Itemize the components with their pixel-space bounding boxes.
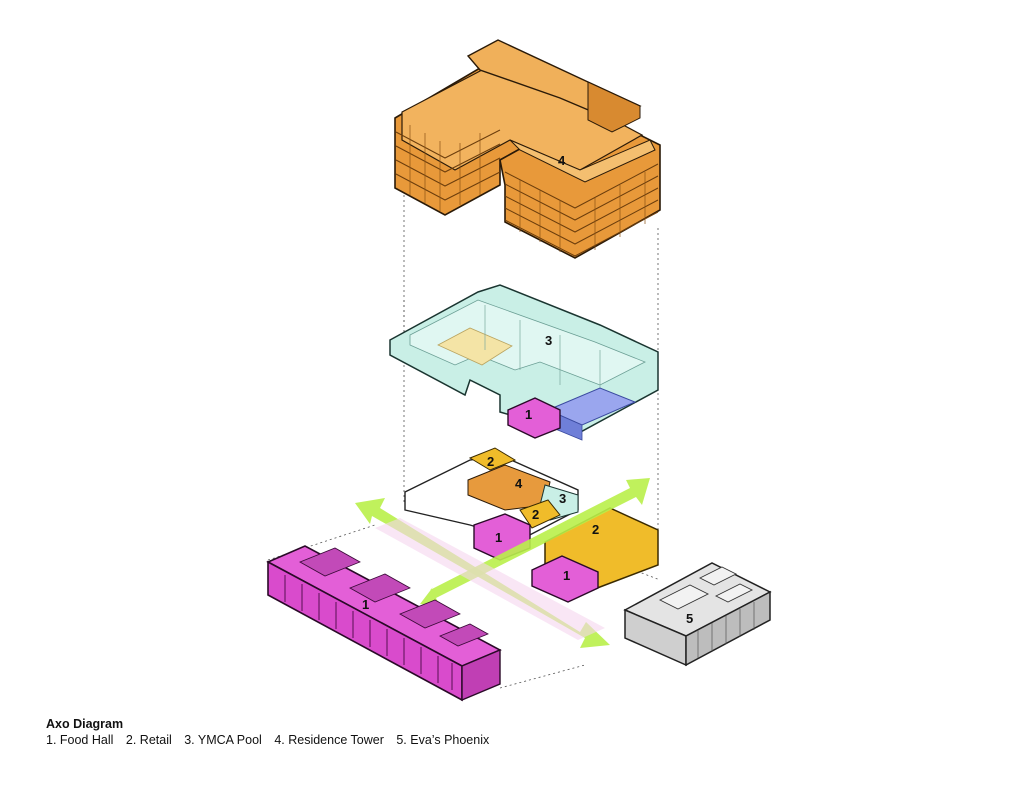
ymca-partitions <box>484 305 601 395</box>
ground-retail-mid-number: 2 <box>532 507 539 522</box>
ymca-food-hall-number: 1 <box>525 407 532 422</box>
legend-item-ymca-pool: 3. YMCA Pool <box>184 733 262 747</box>
ground-path <box>375 518 605 640</box>
ground-tower-number: 4 <box>515 476 523 491</box>
heritage-windows <box>284 575 453 690</box>
caption-legend: 1. Food Hall 2. Retail 3. YMCA Pool 4. R… <box>46 732 498 748</box>
east-food-hall <box>531 555 599 603</box>
evas-phoenix-number: 5 <box>686 611 693 626</box>
evas-windows <box>697 602 755 658</box>
tower-penthouse-side <box>587 81 641 133</box>
heritage-food-hall: 1 <box>266 545 502 702</box>
evas-side <box>685 590 771 667</box>
legend-item-food-hall: 1. Food Hall <box>46 733 114 747</box>
ground-retail-top-number: 2 <box>487 454 494 469</box>
legend-item-residence-tower: 4. Residence Tower <box>274 733 384 747</box>
heritage-end <box>461 648 501 702</box>
diagram-caption: Axo Diagram 1. Food Hall 2. Retail 3. YM… <box>46 716 498 748</box>
ymca-inner-wall <box>409 299 646 386</box>
ymca-food-hall <box>507 397 561 439</box>
heritage-skylights <box>299 547 489 647</box>
tower-balcony-bands <box>395 129 659 257</box>
caption-title: Axo Diagram <box>46 717 124 731</box>
ymca-level-number: 3 <box>545 333 552 348</box>
ymca-level: 3 1 <box>389 284 659 441</box>
tower-number: 4 <box>558 153 566 168</box>
evas-phoenix: 5 <box>623 562 772 667</box>
ground-retail-mid <box>519 499 561 529</box>
east-retail-number: 2 <box>592 522 599 537</box>
tower-mullions <box>409 125 646 252</box>
legend-item-evas-phoenix: 5. Eva’s Phoenix <box>396 733 490 747</box>
residence-tower: 4 <box>394 39 661 259</box>
ground-retail-top <box>468 447 517 471</box>
legend-item-retail: 2. Retail <box>125 733 172 747</box>
ymca-court <box>437 327 513 366</box>
ground-ymca-number: 3 <box>559 491 566 506</box>
east-food-hall-number: 1 <box>563 568 570 583</box>
tower-roof-right <box>509 139 656 183</box>
ground-level: 2 4 3 2 1 <box>404 447 579 561</box>
heritage-food-hall-number: 1 <box>362 597 369 612</box>
evas-rooftop-units <box>658 566 754 610</box>
ground-food-hall-number: 1 <box>495 530 502 545</box>
